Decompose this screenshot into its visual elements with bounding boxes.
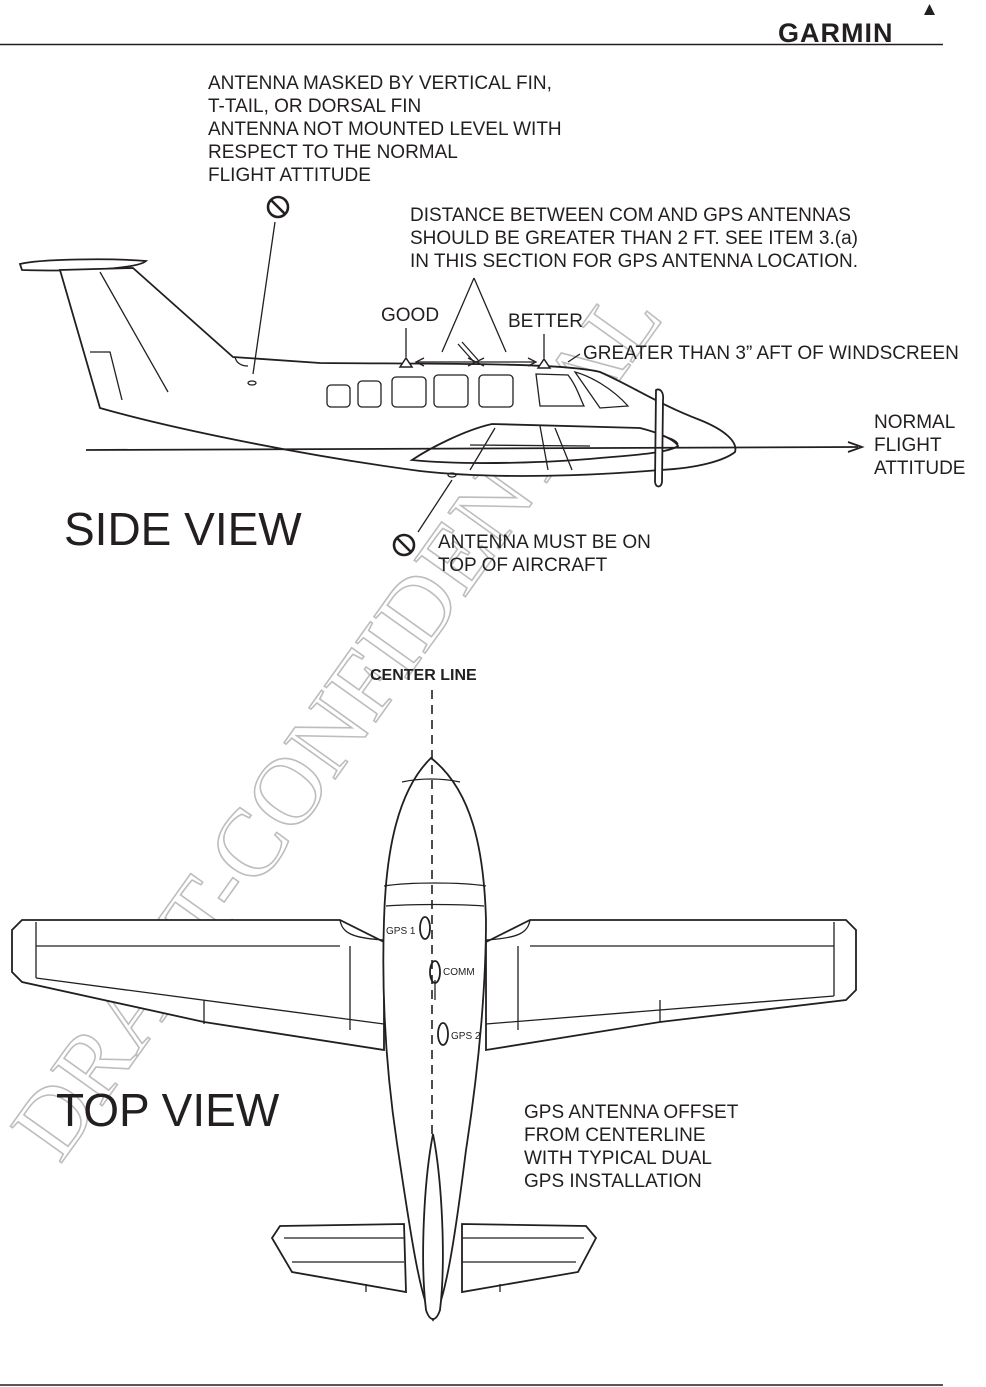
garmin-logo: GARMIN — [778, 18, 894, 48]
comm-label: COMM — [443, 967, 475, 978]
fin-spar-line — [99, 271, 169, 393]
distance-arrowheads — [414, 357, 538, 367]
top-of-aircraft-note: ANTENNA MUST BE ON TOP OF AIRCRAFT — [438, 532, 656, 576]
left-wing-detail — [35, 922, 385, 1030]
rudder-line — [90, 351, 123, 401]
belly-leader — [417, 479, 453, 533]
right-wing — [485, 919, 857, 1052]
offset-note: GPS ANTENNA OFFSET FROM CENTERLINE WITH … — [524, 1102, 743, 1192]
prohibited-icon — [266, 195, 290, 219]
propeller — [654, 388, 665, 488]
spinner — [661, 435, 679, 445]
better-label: BETTER — [508, 311, 583, 332]
prohibited-icon — [392, 533, 416, 557]
left-wing — [11, 919, 385, 1052]
top-view-title: TOP VIEW — [56, 1084, 280, 1136]
gps2-label: GPS 2 — [451, 1031, 481, 1042]
windscreen-leader — [567, 353, 581, 363]
gps1-label: GPS 1 — [386, 926, 416, 937]
windscreen — [573, 370, 630, 409]
fuselage-top — [382, 756, 487, 1322]
masked-note: ANTENNA MASKED BY VERTICAL FIN, T-TAIL, … — [208, 73, 567, 186]
cabin-windows — [326, 373, 586, 408]
top-view-aircraft — [11, 690, 857, 1322]
side-view-title: SIDE VIEW — [64, 503, 302, 555]
flight-attitude-line — [85, 446, 859, 451]
attitude-label: NORMAL FLIGHT ATTITUDE — [874, 412, 965, 479]
wing-root-fairing — [339, 919, 531, 941]
side-view-aircraft — [18, 258, 865, 488]
good-label: GOOD — [381, 305, 439, 326]
center-line-label: CENTER LINE — [370, 667, 477, 684]
right-stabilizer — [461, 1223, 598, 1294]
tail-antenna — [247, 380, 257, 386]
side-view-annotations: ANTENNA MASKED BY VERTICAL FIN, T-TAIL, … — [64, 73, 965, 576]
gps2-antenna — [437, 1022, 449, 1046]
flight-attitude-arrowhead — [847, 441, 865, 453]
left-stabilizer — [270, 1223, 407, 1294]
top-view-annotations: CENTER LINE GPS 1 COMM GPS 2 TOP VIEW GP… — [56, 667, 743, 1192]
cabin-lines — [383, 882, 487, 907]
distance-leaders — [441, 277, 507, 353]
antenna-good — [398, 356, 414, 368]
page-header: GARMIN — [0, 4, 943, 48]
dorsal-fin-line — [234, 356, 249, 367]
windscreen-label: GREATER THAN 3” AFT OF WINDSCREEN — [583, 343, 959, 364]
stabilizer-detail — [284, 1237, 584, 1292]
garmin-triangle-icon — [924, 4, 935, 15]
right-wing-detail — [485, 922, 835, 1030]
com-antenna — [457, 341, 479, 363]
nose-line — [401, 778, 461, 783]
gps1-antenna — [419, 916, 431, 940]
belly-antenna — [447, 472, 457, 478]
antenna-better — [536, 357, 552, 369]
fuselage — [58, 267, 737, 477]
distance-note: DISTANCE BETWEEN COM AND GPS ANTENNAS SH… — [410, 205, 863, 272]
vertical-fin-top — [422, 1133, 444, 1320]
masked-leader — [252, 221, 276, 375]
